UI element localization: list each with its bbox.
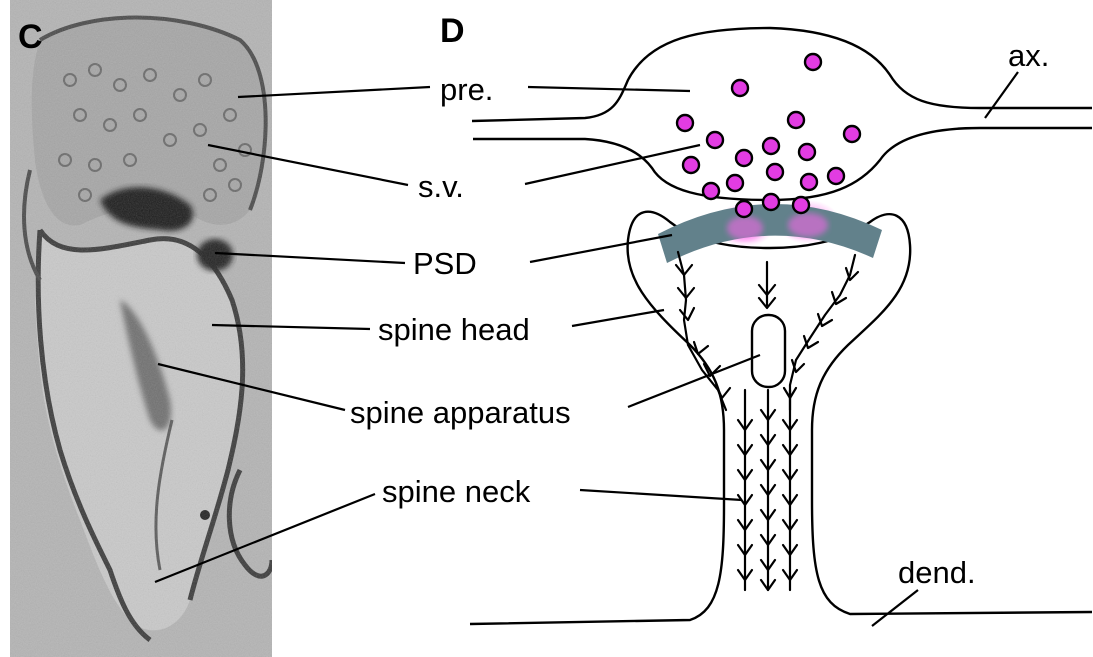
electron-micrograph bbox=[10, 0, 272, 657]
vesicle bbox=[736, 201, 752, 217]
axon-top-membrane bbox=[472, 28, 1092, 121]
postsynaptic-density bbox=[658, 204, 882, 263]
vesicle bbox=[763, 138, 779, 154]
label-sv: s.v. bbox=[418, 169, 464, 204]
panel-d-letter: D bbox=[440, 12, 465, 50]
label-dend: dend. bbox=[898, 555, 976, 590]
label-spine-neck: spine neck bbox=[382, 474, 531, 509]
vesicle bbox=[763, 194, 779, 210]
leader-sv-right bbox=[525, 145, 700, 184]
panel-c-letter: C bbox=[18, 18, 43, 56]
vesicle bbox=[805, 54, 821, 70]
vesicle bbox=[801, 174, 817, 190]
actin-filaments bbox=[678, 252, 855, 590]
leader-ax bbox=[985, 72, 1018, 118]
vesicle bbox=[707, 132, 723, 148]
vesicle bbox=[727, 175, 743, 191]
spine-apparatus-body bbox=[752, 315, 785, 387]
label-ax: ax. bbox=[1008, 38, 1049, 73]
vesicle bbox=[793, 197, 809, 213]
leader-pre-right bbox=[528, 87, 690, 91]
vesicle bbox=[677, 115, 693, 131]
label-spine-head: spine head bbox=[378, 312, 530, 347]
vesicle bbox=[828, 168, 844, 184]
vesicle bbox=[683, 157, 699, 173]
vesicle bbox=[732, 80, 748, 96]
vesicle bbox=[767, 164, 783, 180]
vesicle bbox=[799, 144, 815, 160]
leader-dend bbox=[872, 590, 918, 626]
labels: pre. s.v. PSD spine head spine apparatus… bbox=[155, 38, 1049, 626]
spine-outline bbox=[628, 212, 1092, 614]
vesicle bbox=[703, 183, 719, 199]
label-psd: PSD bbox=[413, 246, 477, 281]
vesicle bbox=[736, 150, 752, 166]
synapse-schematic bbox=[470, 28, 1092, 624]
axon-bottom-membrane bbox=[473, 128, 1092, 200]
leader-spine-head-right bbox=[572, 310, 664, 326]
vesicle bbox=[788, 112, 804, 128]
vesicle bbox=[844, 126, 860, 142]
dendrite-left-membrane bbox=[470, 504, 724, 624]
label-spine-apparatus: spine apparatus bbox=[350, 395, 571, 430]
leader-spine-apparatus-right bbox=[628, 355, 760, 407]
label-pre: pre. bbox=[440, 72, 493, 107]
leader-spine-neck-right bbox=[580, 490, 742, 500]
leader-psd-right bbox=[530, 235, 672, 262]
